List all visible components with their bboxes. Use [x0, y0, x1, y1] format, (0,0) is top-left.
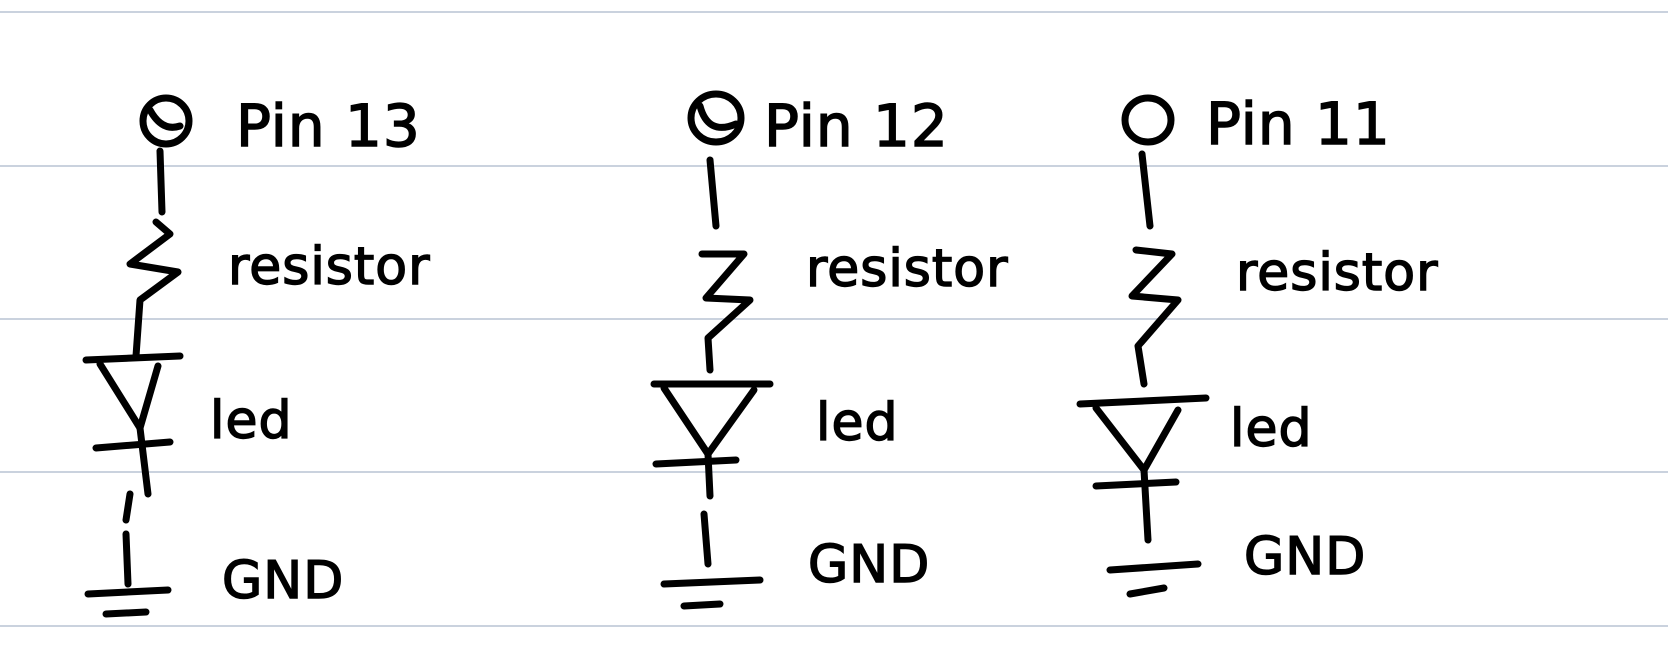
ground-icon: [84, 490, 172, 618]
led-diode-icon: [82, 352, 184, 498]
led-label: led: [210, 391, 292, 451]
led-label: led: [1230, 399, 1312, 459]
resistor-icon: [1128, 246, 1182, 388]
ground-label: GND: [222, 551, 344, 611]
ground-icon: [1106, 560, 1202, 598]
resistor-label: resistor: [1236, 243, 1438, 303]
resistor-label: resistor: [228, 237, 430, 297]
led-diode-icon: [650, 380, 774, 500]
circuit-1: Pin 13 resistor led GND: [82, 91, 430, 618]
circuit-2: Pin 12 resistor led GND: [650, 90, 1008, 610]
pin-terminal-icon: [1121, 94, 1175, 146]
resistor-label: resistor: [806, 239, 1008, 299]
wire: [156, 147, 166, 216]
pin-label: Pin 13: [236, 92, 421, 160]
ground-label: GND: [1244, 527, 1366, 587]
pin-label: Pin 11: [1206, 90, 1391, 158]
ground-label: GND: [808, 535, 930, 595]
wire: [1138, 150, 1154, 230]
pin-label: Pin 12: [764, 92, 949, 160]
wire: [706, 156, 720, 230]
resistor-icon: [126, 218, 182, 360]
ruled-lines: [0, 11, 1668, 627]
resistor-icon: [698, 250, 754, 374]
circuit-3: Pin 11 resistor led GND: [1076, 89, 1438, 598]
pin-terminal-icon: [687, 90, 745, 146]
led-label: led: [816, 393, 898, 453]
pin-terminal-icon: [139, 94, 193, 148]
ground-icon: [660, 510, 764, 610]
led-diode-icon: [1076, 394, 1210, 544]
